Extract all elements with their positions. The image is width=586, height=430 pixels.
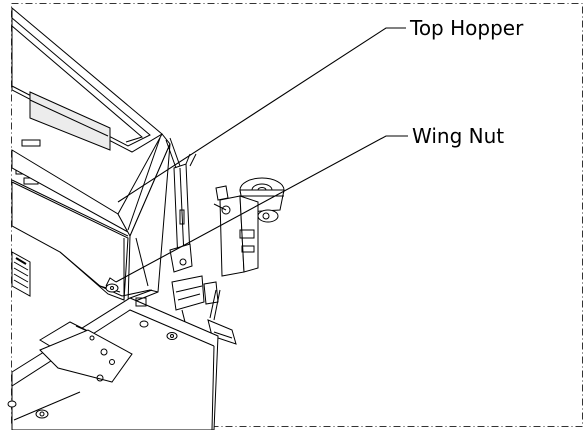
diagram-frame — [12, 4, 583, 427]
top-hopper-leader — [118, 28, 406, 202]
vertical-post — [166, 138, 196, 272]
hitch-clamp — [214, 178, 284, 276]
warning-decal — [12, 252, 30, 296]
adjustment-clamp — [172, 276, 236, 344]
top-hopper-callout-label: Top Hopper — [410, 16, 524, 40]
wing-nut-leader — [116, 136, 408, 282]
top-hopper — [12, 8, 170, 304]
wing-nut — [106, 278, 118, 292]
wing-nut-callout-label: Wing Nut — [412, 124, 505, 148]
base-platform — [8, 290, 218, 430]
